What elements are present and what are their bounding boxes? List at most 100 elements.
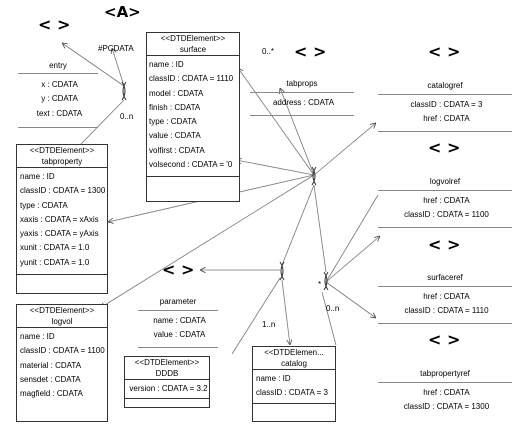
logvolref-attr: classID : CDATA = 1100 bbox=[404, 210, 489, 220]
tabpropertyref-attr: href : CDATA bbox=[423, 388, 470, 397]
surface-attr: volsecond : CDATA = '0 bbox=[149, 160, 233, 170]
link-entry-choice-to-pcdata bbox=[112, 48, 125, 87]
logvol-attr: magfield : CDATA bbox=[20, 389, 83, 399]
element-surface-stereotype: <<DTDElement>> bbox=[160, 34, 226, 43]
element-catalog: <<DTDElemen... catalog name : ID classID… bbox=[252, 346, 336, 422]
tabproperty-attr: type : CDATA bbox=[20, 200, 68, 210]
dddb-attr: version : CDATA = 3.2 bbox=[129, 384, 208, 393]
element-surfaceref-name: surfaceref bbox=[427, 273, 463, 282]
tabpropertyref-element-icon: < > bbox=[428, 330, 461, 349]
element-surface-name: surface bbox=[179, 45, 207, 54]
link-param-node-to-main bbox=[281, 184, 315, 266]
element-logvol: <<DTDElement>> logvol name : ID classID … bbox=[16, 304, 108, 422]
pcdata-label: #PCDATA bbox=[98, 44, 134, 53]
element-tabprops-name: tabprops bbox=[286, 79, 318, 88]
parameter-element-icon: < > bbox=[162, 260, 195, 279]
surface-attr: name : ID bbox=[149, 60, 184, 69]
choice-node-refs bbox=[323, 271, 329, 291]
tabproperty-attr: xaxis : CDATA = xAxis bbox=[20, 214, 99, 224]
surface-attr: finish : CDATA bbox=[149, 102, 201, 112]
element-dddb-name: DDDB bbox=[155, 369, 179, 378]
logvol-attr: name : ID bbox=[20, 332, 55, 341]
tabpropertyref-attr: classID : CDATA = 1300 bbox=[403, 402, 490, 412]
pcdata-icon: <A> bbox=[104, 3, 141, 21]
surfaceref-attr: classID : CDATA = 1110 bbox=[404, 306, 489, 316]
tabprops-attr: address : CDATA bbox=[272, 98, 335, 107]
element-dddb-stereotype: <<DTDElement>> bbox=[134, 358, 200, 367]
multiplicity-dddb: 1..n bbox=[262, 320, 276, 329]
element-tabproperty-stereotype: <<DTDElement>> bbox=[29, 146, 95, 155]
link-main-to-catalogref bbox=[313, 123, 376, 176]
catalogref-attr: classID : CDATA = 3 bbox=[410, 100, 483, 109]
catalog-attr: classID : CDATA = 3 bbox=[256, 388, 328, 398]
element-entry: entry x : CDATA y : CDATA text : CDATA bbox=[18, 56, 98, 128]
tabproperty-attr: classID : CDATA = 1300 bbox=[20, 186, 106, 196]
entry-attr: y : CDATA bbox=[41, 94, 78, 104]
link-main-to-tabprops-box bbox=[280, 88, 315, 176]
link-ref-node-to-logvolref bbox=[325, 194, 379, 283]
element-logvol-stereotype: <<DTDElement>> bbox=[29, 306, 95, 315]
link-ref-node-to-main bbox=[313, 184, 327, 273]
link-main-to-surface bbox=[236, 160, 315, 176]
element-tabpropertyref-name: tabpropertyref bbox=[420, 369, 470, 378]
element-logvolref: logvolref href : CDATA classID : CDATA =… bbox=[378, 174, 512, 228]
multiplicity-catalog-refs: 0..n bbox=[326, 304, 340, 313]
tabproperty-attr: name : ID bbox=[20, 172, 55, 181]
link-ref-node-to-surfaceref bbox=[325, 236, 380, 283]
logvolref-element-icon: < > bbox=[428, 138, 461, 157]
element-logvolref-name: logvolref bbox=[429, 177, 461, 186]
logvol-attr: material : CDATA bbox=[20, 360, 82, 370]
element-catalogref-name: catalogref bbox=[427, 81, 463, 90]
entry-attr: x : CDATA bbox=[41, 80, 78, 89]
element-dddb: <<DTDElement>> DDDB version : CDATA = 3.… bbox=[124, 356, 210, 408]
catalog-attr: name : ID bbox=[256, 374, 291, 383]
logvol-attr: classID : CDATA = 1100 bbox=[20, 346, 105, 356]
surface-attr: type : CDATA bbox=[149, 117, 197, 127]
choice-node-entry bbox=[121, 81, 127, 101]
parameter-attr: value : CDATA bbox=[153, 330, 206, 340]
element-tabproperty-name: tabproperty bbox=[41, 157, 83, 166]
tabprops-element-icon: < > bbox=[294, 42, 327, 61]
entry-element-icon: < > bbox=[38, 15, 71, 34]
tabproperty-attr: yunit : CDATA = 1.0 bbox=[20, 257, 90, 267]
element-tabprops: tabprops address : CDATA bbox=[250, 76, 354, 117]
element-entry-name: entry bbox=[18, 60, 98, 74]
tabproperty-attr: xunit : CDATA = 1.0 bbox=[20, 243, 90, 253]
catalogref-element-icon: < > bbox=[428, 42, 461, 61]
surface-attr: value : CDATA bbox=[149, 131, 201, 141]
element-parameter-name: parameter bbox=[159, 297, 197, 306]
association-lines bbox=[62, 43, 380, 355]
parameter-attr: name : CDATA bbox=[153, 316, 206, 325]
element-catalog-name: catalog bbox=[281, 359, 307, 368]
element-tabproperty: <<DTDElement>> tabproperty name : ID cla… bbox=[16, 144, 108, 294]
catalogref-attr: href : CDATA bbox=[423, 114, 470, 124]
surface-attr: model : CDATA bbox=[149, 88, 204, 98]
multiplicity-star: * bbox=[318, 280, 322, 289]
surfaceref-attr: href : CDATA bbox=[423, 292, 470, 301]
link-ref-node-to-tabpropertyref bbox=[325, 281, 376, 318]
choice-nodes bbox=[121, 81, 329, 291]
logvolref-attr: href : CDATA bbox=[423, 196, 470, 205]
logvol-attr: sensdet : CDATA bbox=[20, 374, 81, 384]
surface-attr: volfirst : CDATA bbox=[149, 145, 205, 155]
element-surface: <<DTDElement>> surface name : ID classID… bbox=[146, 32, 240, 202]
element-logvol-name: logvol bbox=[51, 317, 73, 326]
surfaceref-element-icon: < > bbox=[428, 235, 461, 254]
element-tabpropertyref: tabpropertyref href : CDATA classID : CD… bbox=[378, 366, 512, 416]
link-entry-choice-to-tabproperty bbox=[79, 99, 125, 146]
link-ref-node-to-catalog bbox=[321, 291, 337, 346]
link-param-node-to-dddb bbox=[231, 277, 281, 355]
choice-node-parameter bbox=[279, 261, 285, 281]
entry-attr: text : CDATA bbox=[36, 108, 83, 118]
surface-attr: classID : CDATA = 1110 bbox=[149, 74, 234, 84]
choice-node-main bbox=[311, 166, 317, 186]
link-param-node-to-catalog bbox=[281, 279, 290, 345]
element-catalog-stereotype: <<DTDElemen... bbox=[264, 348, 324, 357]
tabproperty-attr: yaxis : CDATA = yAxis bbox=[20, 229, 99, 239]
multiplicity-entry: 0..n bbox=[120, 112, 134, 121]
element-catalogref: catalogref classID : CDATA = 3 href : CD… bbox=[378, 78, 512, 132]
link-main-to-tabprops bbox=[238, 68, 315, 176]
element-surfaceref: surfaceref href : CDATA classID : CDATA … bbox=[378, 270, 512, 324]
element-parameter: parameter name : CDATA value : CDATA bbox=[138, 294, 218, 350]
